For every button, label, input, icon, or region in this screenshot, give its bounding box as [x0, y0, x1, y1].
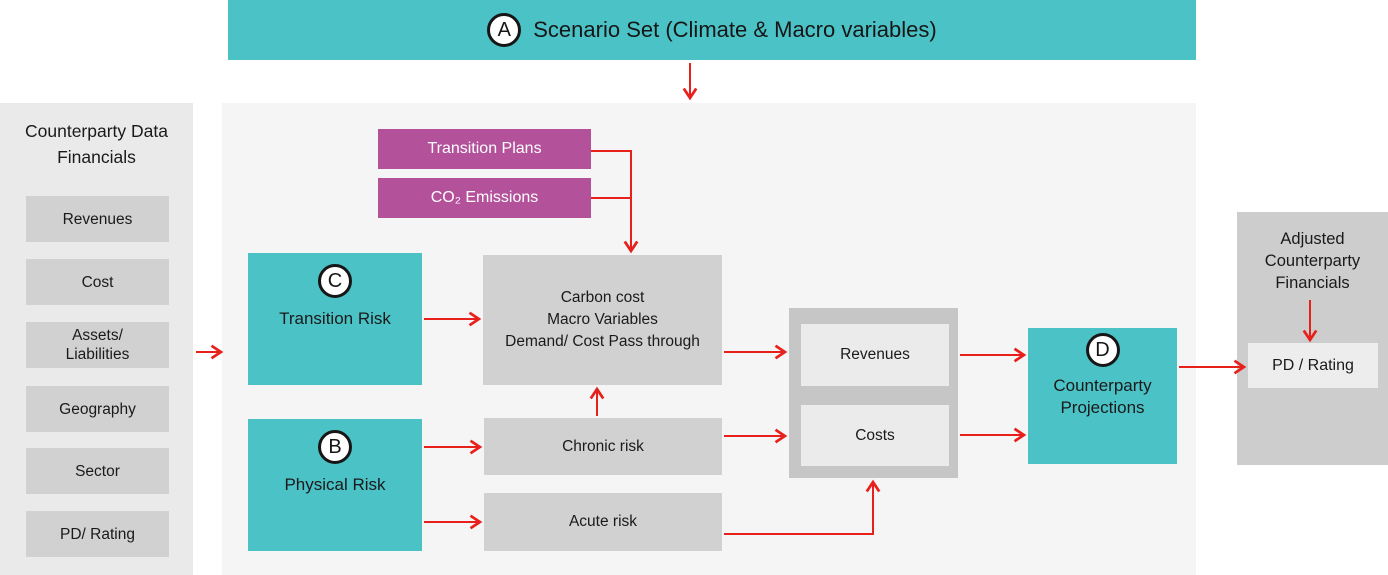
carbon-cost-box: Carbon cost Macro Variables Demand/ Cost…: [483, 255, 722, 385]
co2-emissions-box: CO₂ Emissions: [378, 178, 591, 218]
data-item-sector: Sector: [26, 448, 169, 494]
counterparty-data-title: Counterparty Data Financials: [25, 121, 168, 167]
pd-rating-output-box: PD / Rating: [1248, 343, 1378, 388]
transition-risk-label: Transition Risk: [279, 309, 391, 328]
transition-plans-box: Transition Plans: [378, 129, 591, 169]
data-item-assets-liabilities: Assets/ Liabilities: [26, 322, 169, 368]
physical-risk-box: B Physical Risk: [248, 419, 422, 551]
letter-badge-a: A: [487, 13, 522, 47]
letter-badge-d: D: [1085, 333, 1120, 367]
adjusted-financials-title: Adjusted Counterparty Financials: [1264, 230, 1361, 292]
data-item-pd-rating: PD/ Rating: [26, 511, 169, 557]
costs-io-box: Costs: [801, 405, 949, 466]
physical-risk-label: Physical Risk: [284, 475, 386, 494]
letter-badge-c: C: [318, 264, 352, 298]
data-item-cost: Cost: [26, 259, 169, 305]
counterparty-projections-label: Counterparty Projections: [1053, 376, 1152, 417]
acute-risk-box: Acute risk: [484, 493, 722, 551]
chronic-risk-box: Chronic risk: [484, 418, 722, 475]
letter-badge-b: B: [318, 430, 352, 464]
data-item-revenues: Revenues: [26, 196, 169, 242]
scenario-set-banner: A Scenario Set (Climate & Macro variable…: [228, 0, 1196, 60]
revenues-io-box: Revenues: [801, 324, 949, 386]
scenario-set-label: Scenario Set (Climate & Macro variables): [533, 17, 937, 42]
data-item-geography: Geography: [26, 386, 169, 432]
transition-risk-box: C Transition Risk: [248, 253, 422, 385]
counterparty-projections-box: D Counterparty Projections: [1028, 328, 1177, 464]
